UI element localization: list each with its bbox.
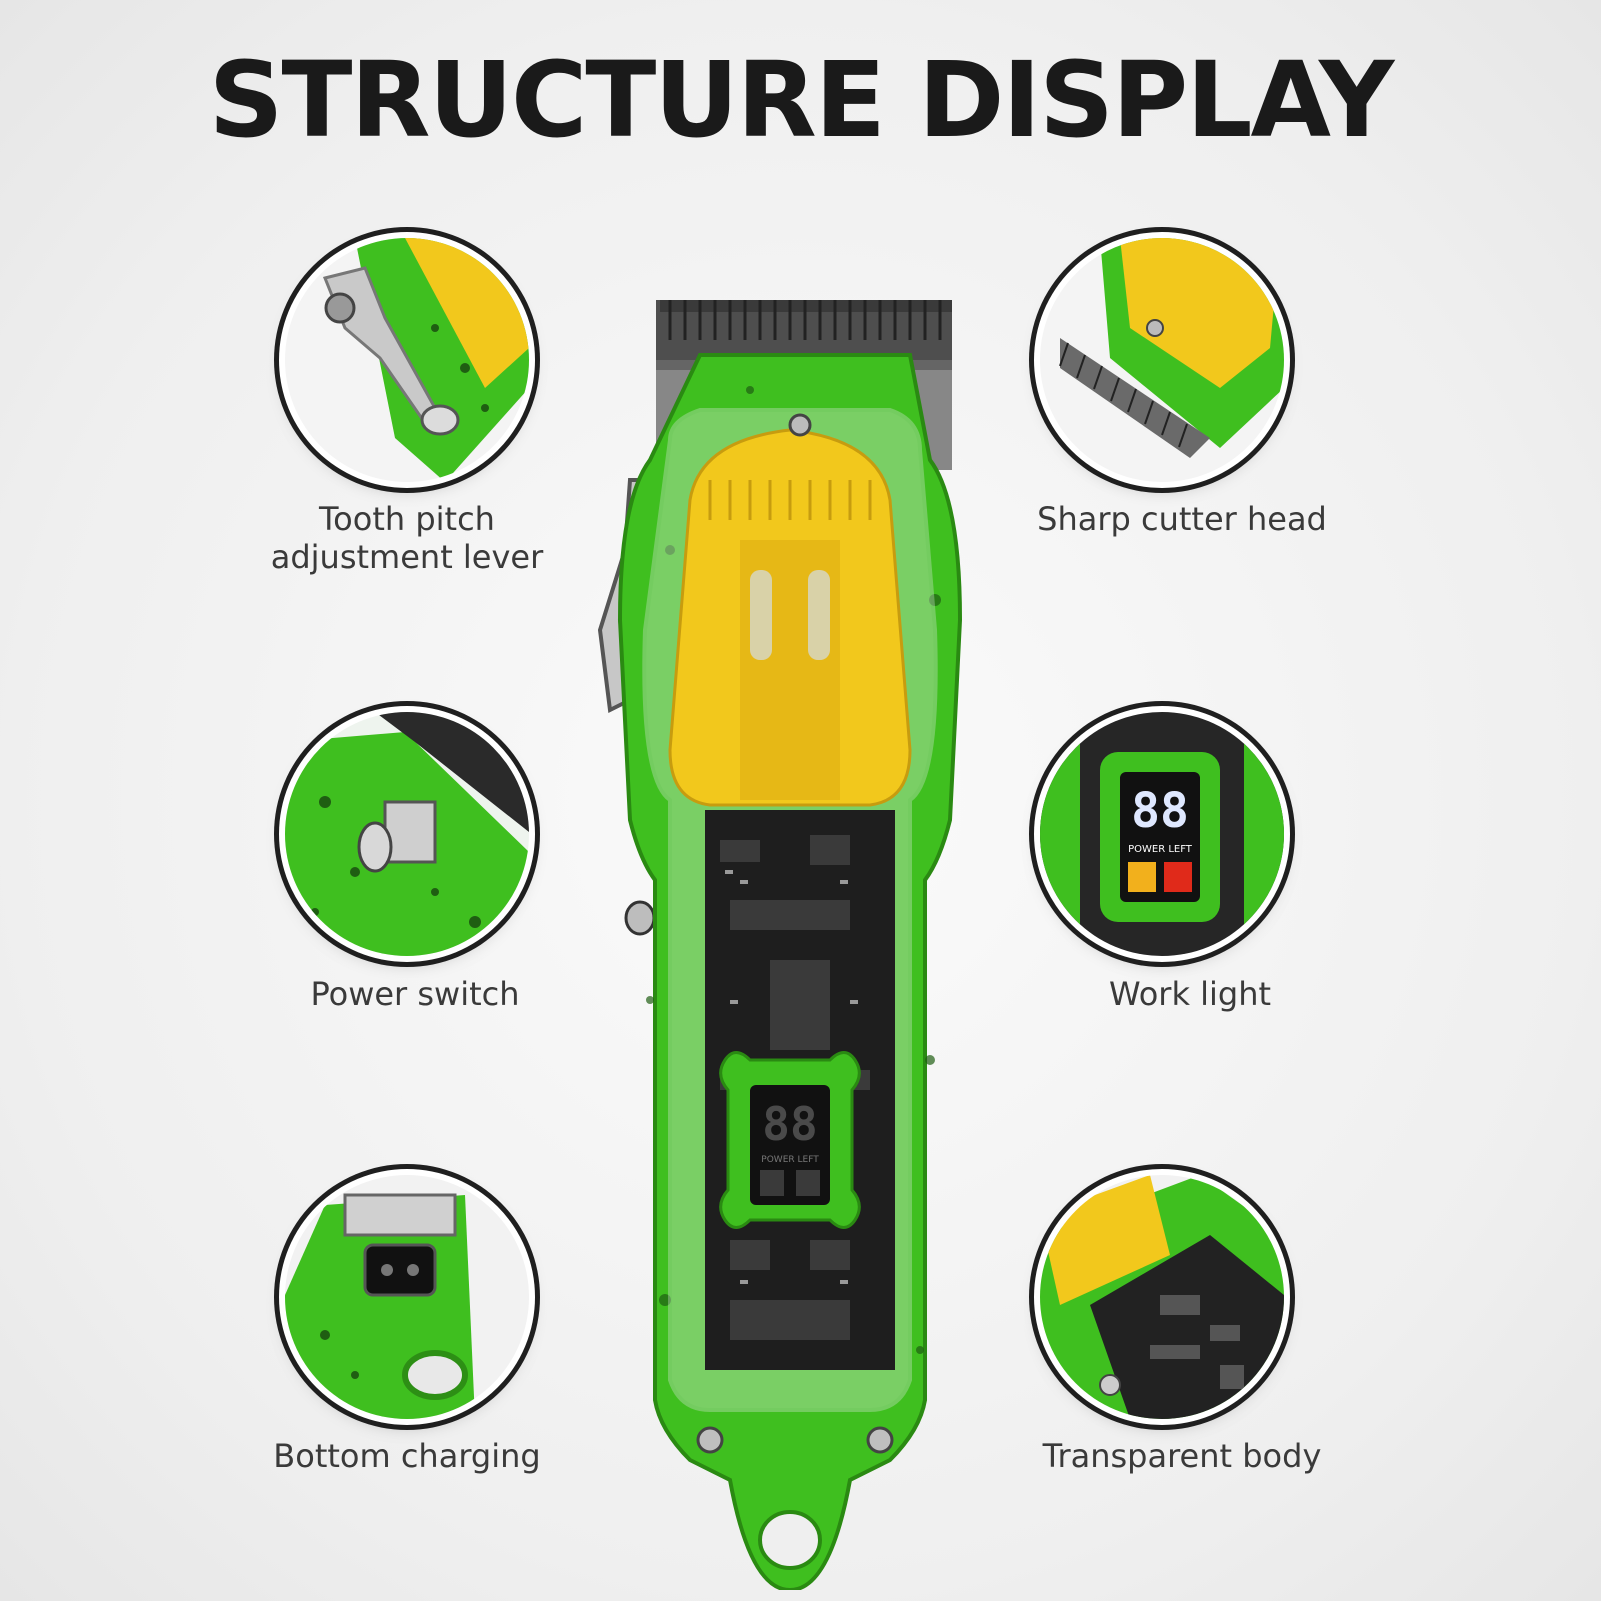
lever-closeup-image xyxy=(285,238,529,482)
feature-label-transparent-body: Transparent body xyxy=(1012,1437,1352,1475)
feature-label-sharp-cutter-head: Sharp cutter head xyxy=(1012,500,1352,538)
label-line: Sharp cutter head xyxy=(1037,500,1327,538)
feature-label-bottom-charging: Bottom charging xyxy=(237,1437,577,1475)
hair-clipper-illustration: 88 POWER LEFT xyxy=(590,300,990,1590)
page-title: STRUCTURE DISPLAY xyxy=(208,39,1395,161)
display-caption: POWER LEFT xyxy=(761,1155,819,1165)
svg-text:88: 88 xyxy=(1131,783,1189,839)
switch-closeup-image xyxy=(285,712,529,956)
label-line: Bottom charging xyxy=(273,1437,541,1475)
feature-label-power-switch: Power switch xyxy=(245,975,585,1013)
label-line: Transparent body xyxy=(1042,1437,1322,1475)
display-closeup-image: 88 POWER LEFT xyxy=(1040,712,1284,956)
display-digits: 88 xyxy=(762,1097,817,1151)
label-line: Power switch xyxy=(310,975,520,1013)
label-line: adjustment lever xyxy=(270,538,544,576)
label-line: Work light xyxy=(1108,975,1272,1013)
body-closeup-image xyxy=(1040,1175,1284,1419)
blade-closeup-image xyxy=(1040,238,1284,482)
feature-label-tooth-pitch: Tooth pitch adjustment lever xyxy=(237,500,577,576)
feature-label-work-light: Work light xyxy=(1020,975,1360,1013)
svg-text:POWER LEFT: POWER LEFT xyxy=(1128,844,1193,855)
label-line: Tooth pitch xyxy=(319,500,495,538)
charging-port-closeup-image xyxy=(285,1175,529,1419)
